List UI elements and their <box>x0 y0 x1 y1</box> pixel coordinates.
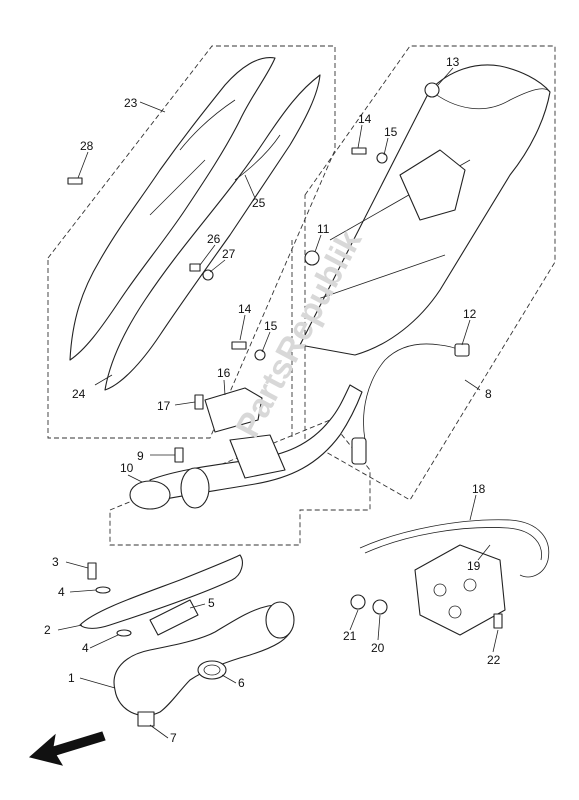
front-arrow-icon <box>28 731 106 766</box>
callout-5: 5 <box>208 596 215 610</box>
callout-18: 18 <box>472 482 486 496</box>
callout-10: 10 <box>120 461 134 475</box>
clamp-16 <box>204 387 263 433</box>
callout-20: 20 <box>371 641 385 655</box>
oxygen-sensor <box>351 343 470 465</box>
callout-7: 7 <box>170 731 177 745</box>
callouts: 23 28 25 26 27 24 13 14 15 11 12 8 14 15… <box>44 55 501 745</box>
callout-17: 17 <box>157 399 171 413</box>
heat-shield-23 <box>69 57 276 361</box>
callout-15-b: 15 <box>264 319 278 333</box>
callout-21: 21 <box>343 629 357 643</box>
heat-shield-25 <box>104 74 321 391</box>
leader-lines <box>57 67 499 739</box>
callout-1: 1 <box>68 671 75 685</box>
callout-13: 13 <box>446 55 460 69</box>
callout-23: 23 <box>124 96 138 110</box>
protector-2 <box>79 554 243 629</box>
callout-8: 8 <box>485 387 492 401</box>
callout-27: 27 <box>222 247 236 261</box>
callout-4-b: 4 <box>82 641 89 655</box>
callout-19: 19 <box>467 559 481 573</box>
exhaust-pipe-1 <box>113 601 295 717</box>
servo-motor <box>414 544 506 636</box>
header-pipe <box>129 384 363 510</box>
callout-26: 26 <box>207 232 221 246</box>
damper-5 <box>149 599 199 636</box>
callout-16: 16 <box>217 366 231 380</box>
gasket-6 <box>197 660 227 680</box>
cables <box>359 519 550 578</box>
callout-28: 28 <box>80 139 94 153</box>
callout-14-b: 14 <box>238 302 252 316</box>
callout-24: 24 <box>72 387 86 401</box>
callout-9: 9 <box>137 449 144 463</box>
muffler <box>299 64 551 356</box>
callout-22: 22 <box>487 653 501 667</box>
callout-6: 6 <box>238 676 245 690</box>
callout-15-a: 15 <box>384 125 398 139</box>
callout-12: 12 <box>463 307 477 321</box>
callout-2: 2 <box>44 623 51 637</box>
callout-14-a: 14 <box>358 112 372 126</box>
fasteners <box>67 82 503 727</box>
callout-11: 11 <box>317 222 330 236</box>
callout-4-a: 4 <box>58 585 65 599</box>
callout-25: 25 <box>252 196 266 210</box>
callout-3: 3 <box>52 555 59 569</box>
